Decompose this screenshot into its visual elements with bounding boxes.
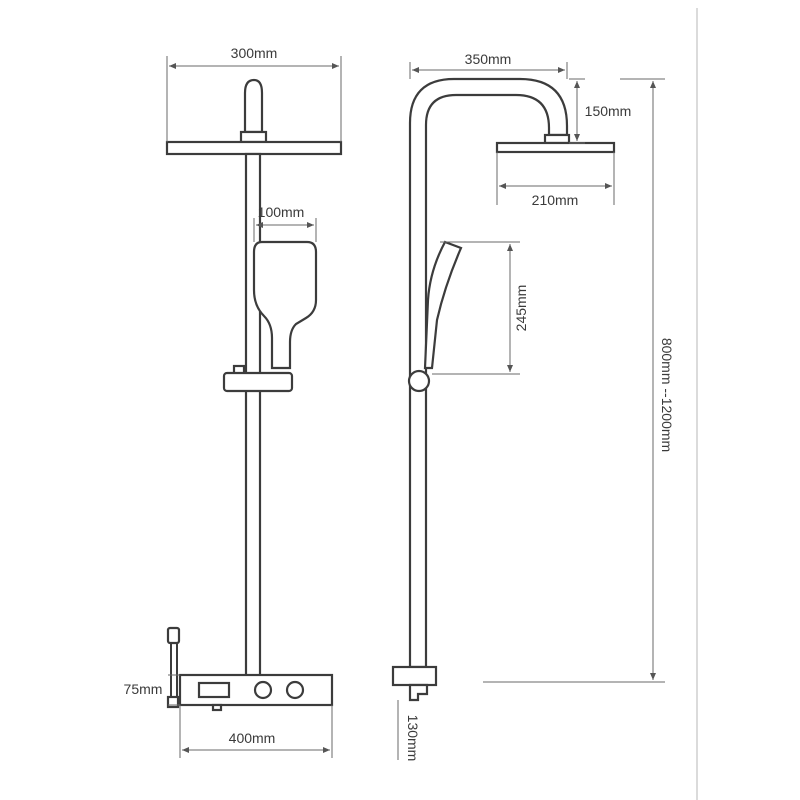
side-panel-spout	[408, 683, 429, 702]
label-side-arm-reach: 350mm	[465, 51, 512, 67]
label-side-head-width: 210mm	[532, 192, 579, 208]
label-handheld-length: 245mm	[513, 285, 529, 332]
front-top-handle	[243, 78, 264, 134]
dim-150-arrows	[574, 81, 580, 141]
dimension-lines	[166, 56, 665, 760]
front-knob-right	[285, 680, 305, 700]
label-panel-height: 75mm	[124, 681, 163, 697]
label-handheld-width: 100mm	[258, 204, 305, 220]
side-holder-ball	[407, 369, 431, 393]
front-panel-spout	[211, 703, 223, 712]
front-head-connector	[239, 130, 268, 144]
side-control-panel	[391, 665, 438, 687]
front-view	[165, 78, 343, 712]
side-shower-head	[495, 141, 616, 154]
side-view	[391, 77, 616, 702]
front-holder-bracket	[222, 371, 294, 393]
front-display-screen	[197, 681, 231, 699]
side-riser-arm	[408, 77, 569, 669]
dim-100-arrows	[256, 222, 314, 228]
front-shower-head	[165, 140, 343, 156]
label-side-drop: 150mm	[585, 103, 632, 119]
front-knob-left	[253, 680, 273, 700]
front-handheld-head	[252, 240, 318, 370]
front-rail	[244, 152, 262, 680]
label-panel-width: 400mm	[229, 730, 276, 746]
side-head-connector	[543, 133, 571, 145]
label-total-height: 800mm --1200mm	[659, 338, 675, 452]
side-handheld-head	[423, 240, 463, 370]
front-sprayer-base	[166, 695, 180, 709]
label-panel-depth: 130mm	[405, 715, 421, 762]
label-front-head-width: 300mm	[231, 45, 278, 61]
front-hand-sprayer	[166, 626, 181, 645]
